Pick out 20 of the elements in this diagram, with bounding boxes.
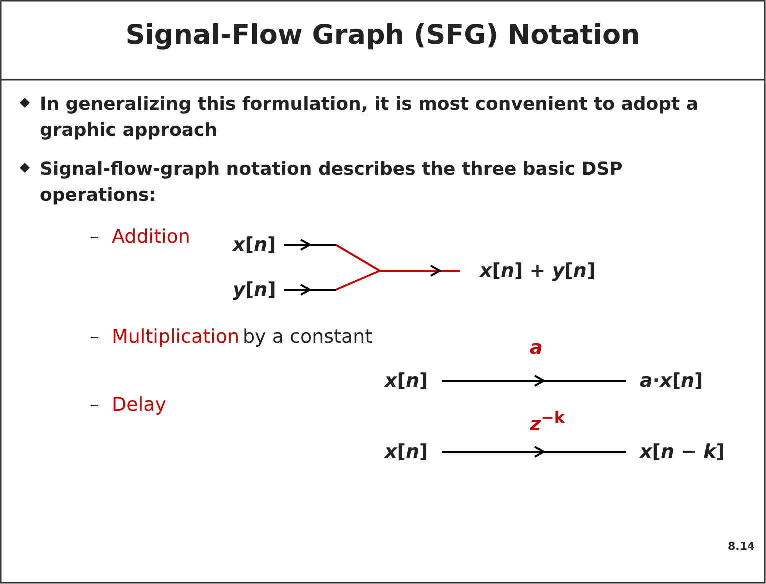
edge-label: z$^{−k}$ (530, 408, 565, 436)
bullet-text: Signal-flow-graph notation describes the three basic DSP operations: (40, 158, 624, 208)
item-text: by a constant (243, 326, 373, 348)
signal-label: y[n] (233, 279, 276, 301)
dash: – (90, 394, 100, 416)
signal-label: x[n] (385, 441, 428, 463)
signal-label: x[n − k] (640, 441, 725, 463)
signal-label: x[n] (385, 370, 428, 392)
signal-label: x[n] (233, 234, 276, 256)
dash: – (90, 326, 100, 348)
slide-title: Signal-Flow Graph (SFG) Notation (124, 20, 642, 51)
signal-label: x[n] + y[n] (480, 260, 596, 282)
edge-label: a (530, 337, 543, 359)
item-text: Delay (112, 394, 166, 416)
item-text: Addition (112, 226, 190, 248)
dash: – (90, 226, 100, 248)
bullet-text: In generalizing this formulation, it is most convenient to adopt a graphic approach (40, 93, 700, 143)
page-number: 8.14 (728, 540, 756, 553)
signal-label: a·x[n] (640, 370, 704, 392)
item-text: Multiplication (112, 326, 240, 348)
